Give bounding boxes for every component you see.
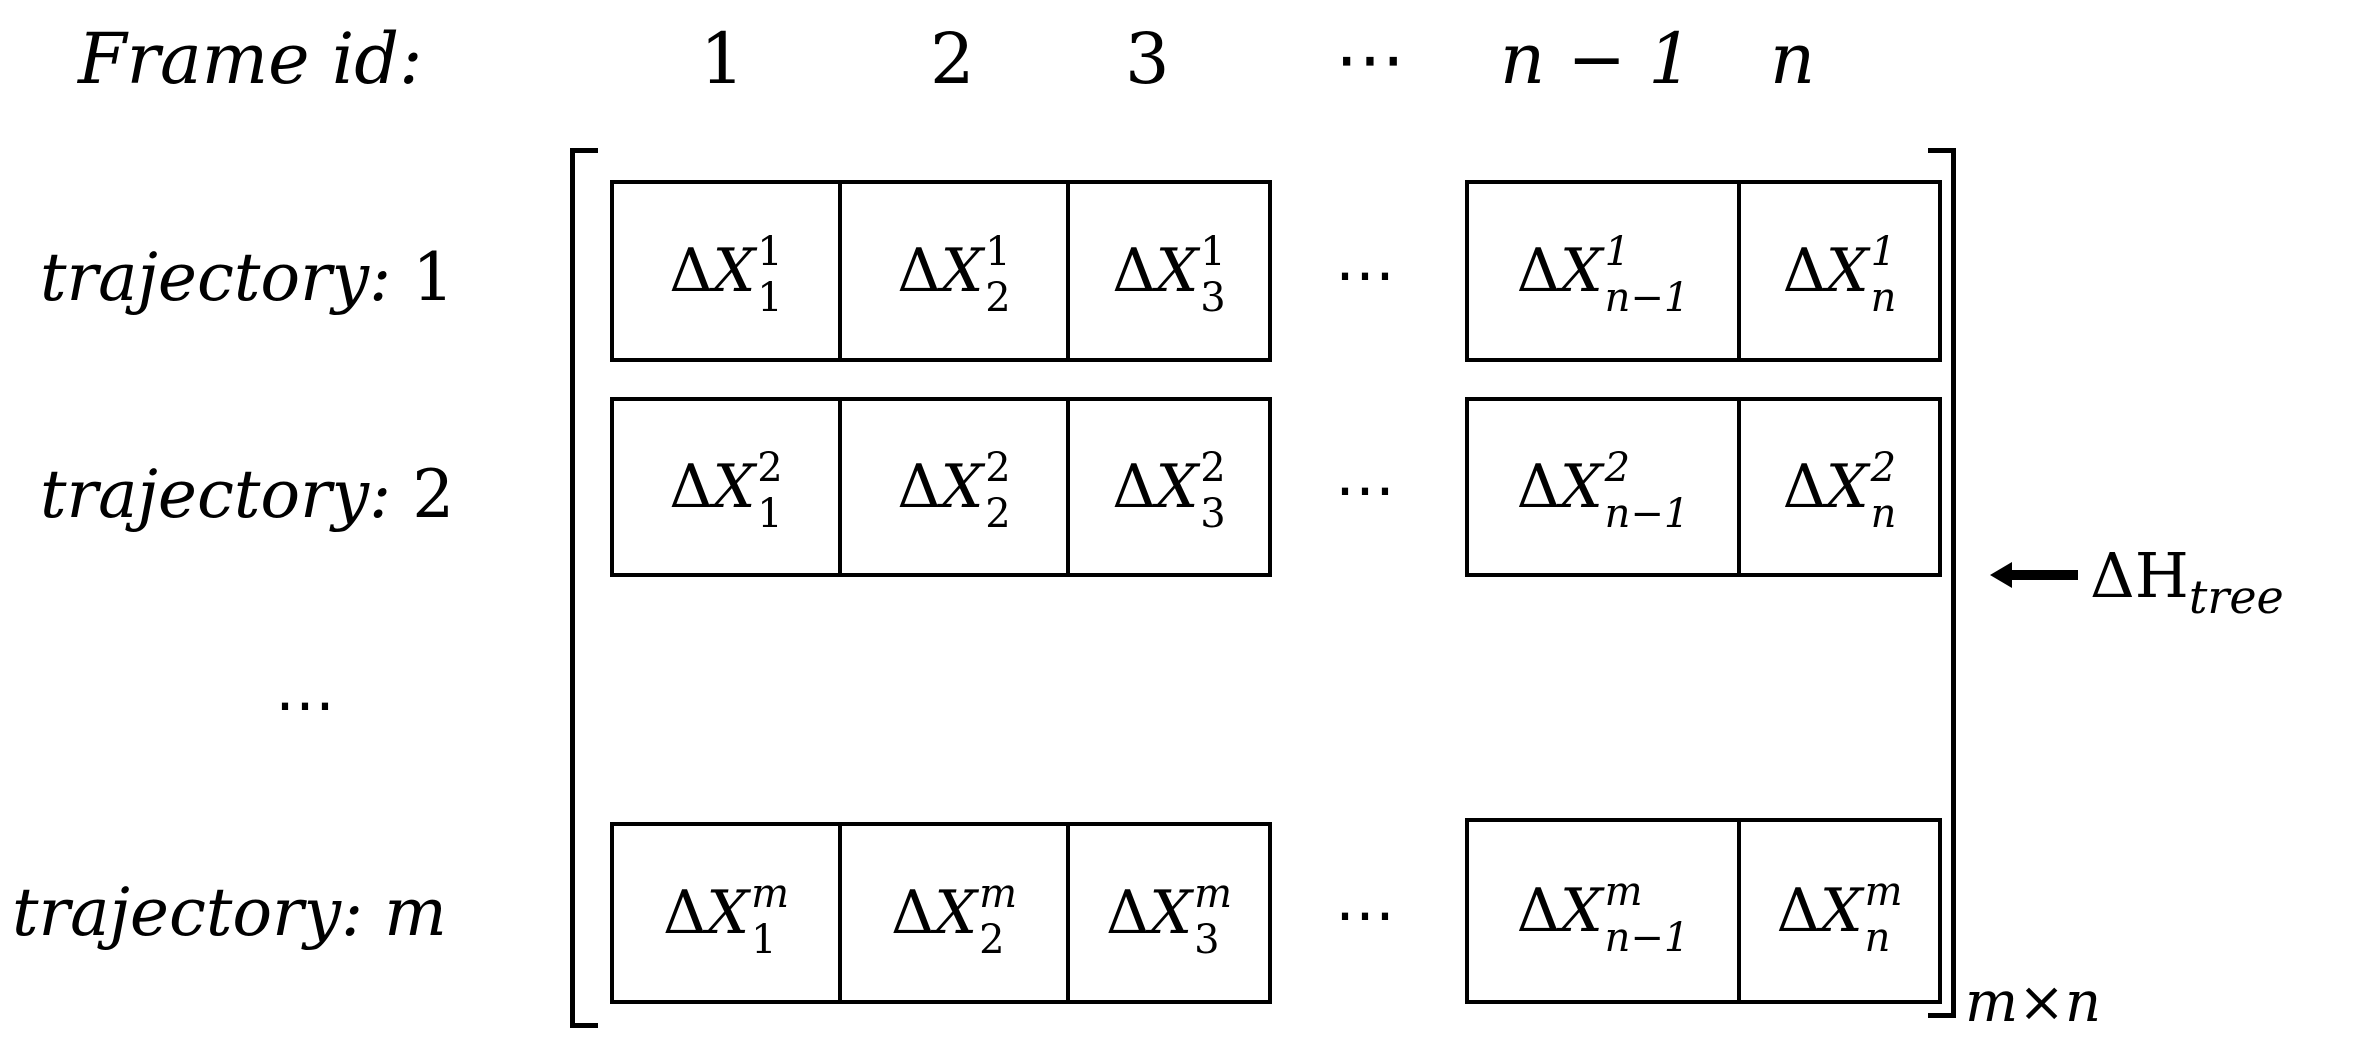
row-label-1: trajectory: 1 bbox=[40, 239, 455, 316]
delta-h-tree-label: ΔHtree bbox=[2090, 539, 2284, 624]
row-label-2: trajectory: 2 bbox=[40, 456, 455, 533]
left-arrow-icon bbox=[1990, 562, 2078, 588]
frame-col-ellipsis: ⋯ bbox=[1335, 18, 1405, 100]
frame-col-n-minus-1: n − 1 bbox=[1500, 18, 1693, 100]
frame-col-3: 3 bbox=[1125, 18, 1170, 100]
frame-id-label: Frame id: bbox=[78, 18, 423, 100]
left-bracket bbox=[570, 148, 598, 1028]
col-ellipsis-1: ⋯ bbox=[1335, 240, 1395, 310]
frame-col-1: 1 bbox=[700, 18, 745, 100]
row-ellipsis: ⋯ bbox=[275, 670, 335, 740]
matrix-size-label: m×n bbox=[1965, 970, 2102, 1035]
row-label-m: trajectory: m bbox=[12, 874, 447, 951]
frame-col-n: n bbox=[1770, 18, 1816, 100]
frame-col-2: 2 bbox=[930, 18, 975, 100]
right-bracket bbox=[1928, 148, 1956, 1018]
col-ellipsis-m: ⋯ bbox=[1335, 880, 1395, 950]
col-ellipsis-2: ⋯ bbox=[1335, 455, 1395, 525]
